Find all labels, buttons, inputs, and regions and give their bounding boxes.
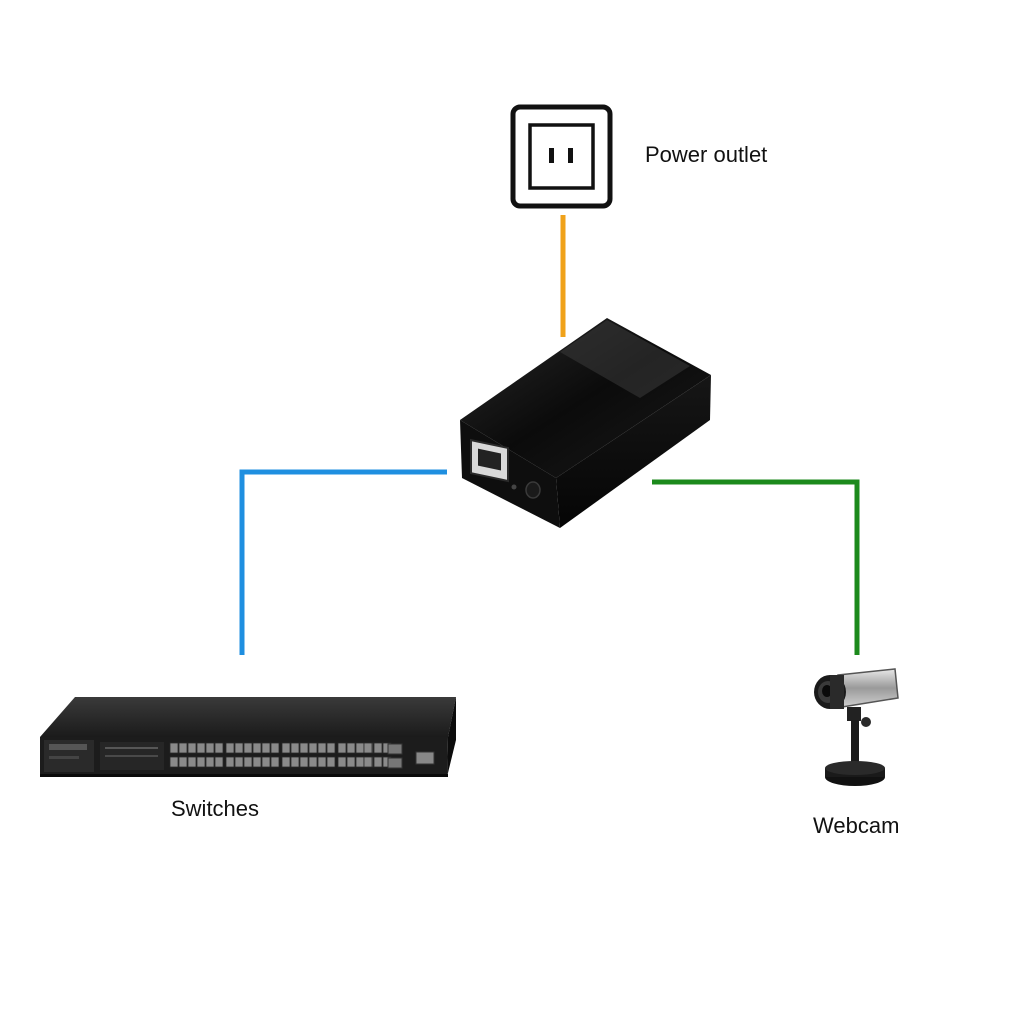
- switch-port: [187, 756, 197, 768]
- power-outlet-label: Power outlet: [645, 142, 768, 167]
- webcam-connection-line: [652, 479, 860, 655]
- switch-port: [326, 742, 336, 754]
- switch-port: [308, 742, 318, 754]
- switch-port: [252, 742, 262, 754]
- switch-port: [346, 756, 356, 768]
- switch-port: [281, 742, 291, 754]
- switch-port: [373, 742, 383, 754]
- switch-port: [178, 742, 188, 754]
- switch-port: [205, 756, 215, 768]
- switch-port: [187, 742, 197, 754]
- switch-port: [261, 756, 271, 768]
- network-switch-icon: [40, 697, 456, 777]
- switch-port: [299, 742, 309, 754]
- switch-port: [169, 756, 179, 768]
- switch-port: [178, 756, 188, 768]
- switch-port: [225, 742, 235, 754]
- switch-port: [373, 756, 383, 768]
- switch-port: [234, 742, 244, 754]
- switch-port: [214, 756, 224, 768]
- switch-port: [355, 756, 365, 768]
- switch-port: [214, 742, 224, 754]
- switch-port: [363, 756, 373, 768]
- switch-port: [205, 742, 215, 754]
- switch-port: [308, 756, 318, 768]
- poe-injector-icon: [460, 318, 711, 528]
- switch-port: [270, 756, 280, 768]
- switch-port: [337, 742, 347, 754]
- switch-port-group: [169, 742, 392, 768]
- switch-port: [299, 756, 309, 768]
- switch-port: [346, 742, 356, 754]
- switch-port: [337, 756, 347, 768]
- switch-port: [243, 756, 253, 768]
- switch-port: [196, 756, 206, 768]
- switch-port: [290, 756, 300, 768]
- switches-label: Switches: [171, 796, 260, 821]
- switch-port: [326, 756, 336, 768]
- switch-port: [225, 756, 235, 768]
- switch-port: [317, 742, 327, 754]
- switch-port: [317, 756, 327, 768]
- switch-port: [290, 742, 300, 754]
- switch-port: [234, 756, 244, 768]
- switch-port: [270, 742, 280, 754]
- switch-port: [169, 742, 179, 754]
- power-outlet-icon: [510, 104, 613, 209]
- switch-port: [281, 756, 291, 768]
- switch-port: [252, 756, 262, 768]
- switch-port: [196, 742, 206, 754]
- webcam-label: Webcam: [813, 813, 900, 838]
- switch-port: [243, 742, 253, 754]
- switch-port: [261, 742, 271, 754]
- switch-port: [355, 742, 365, 754]
- switch-port: [363, 742, 373, 754]
- switch-connection-line: [239, 469, 447, 655]
- webcam-icon: [814, 668, 899, 786]
